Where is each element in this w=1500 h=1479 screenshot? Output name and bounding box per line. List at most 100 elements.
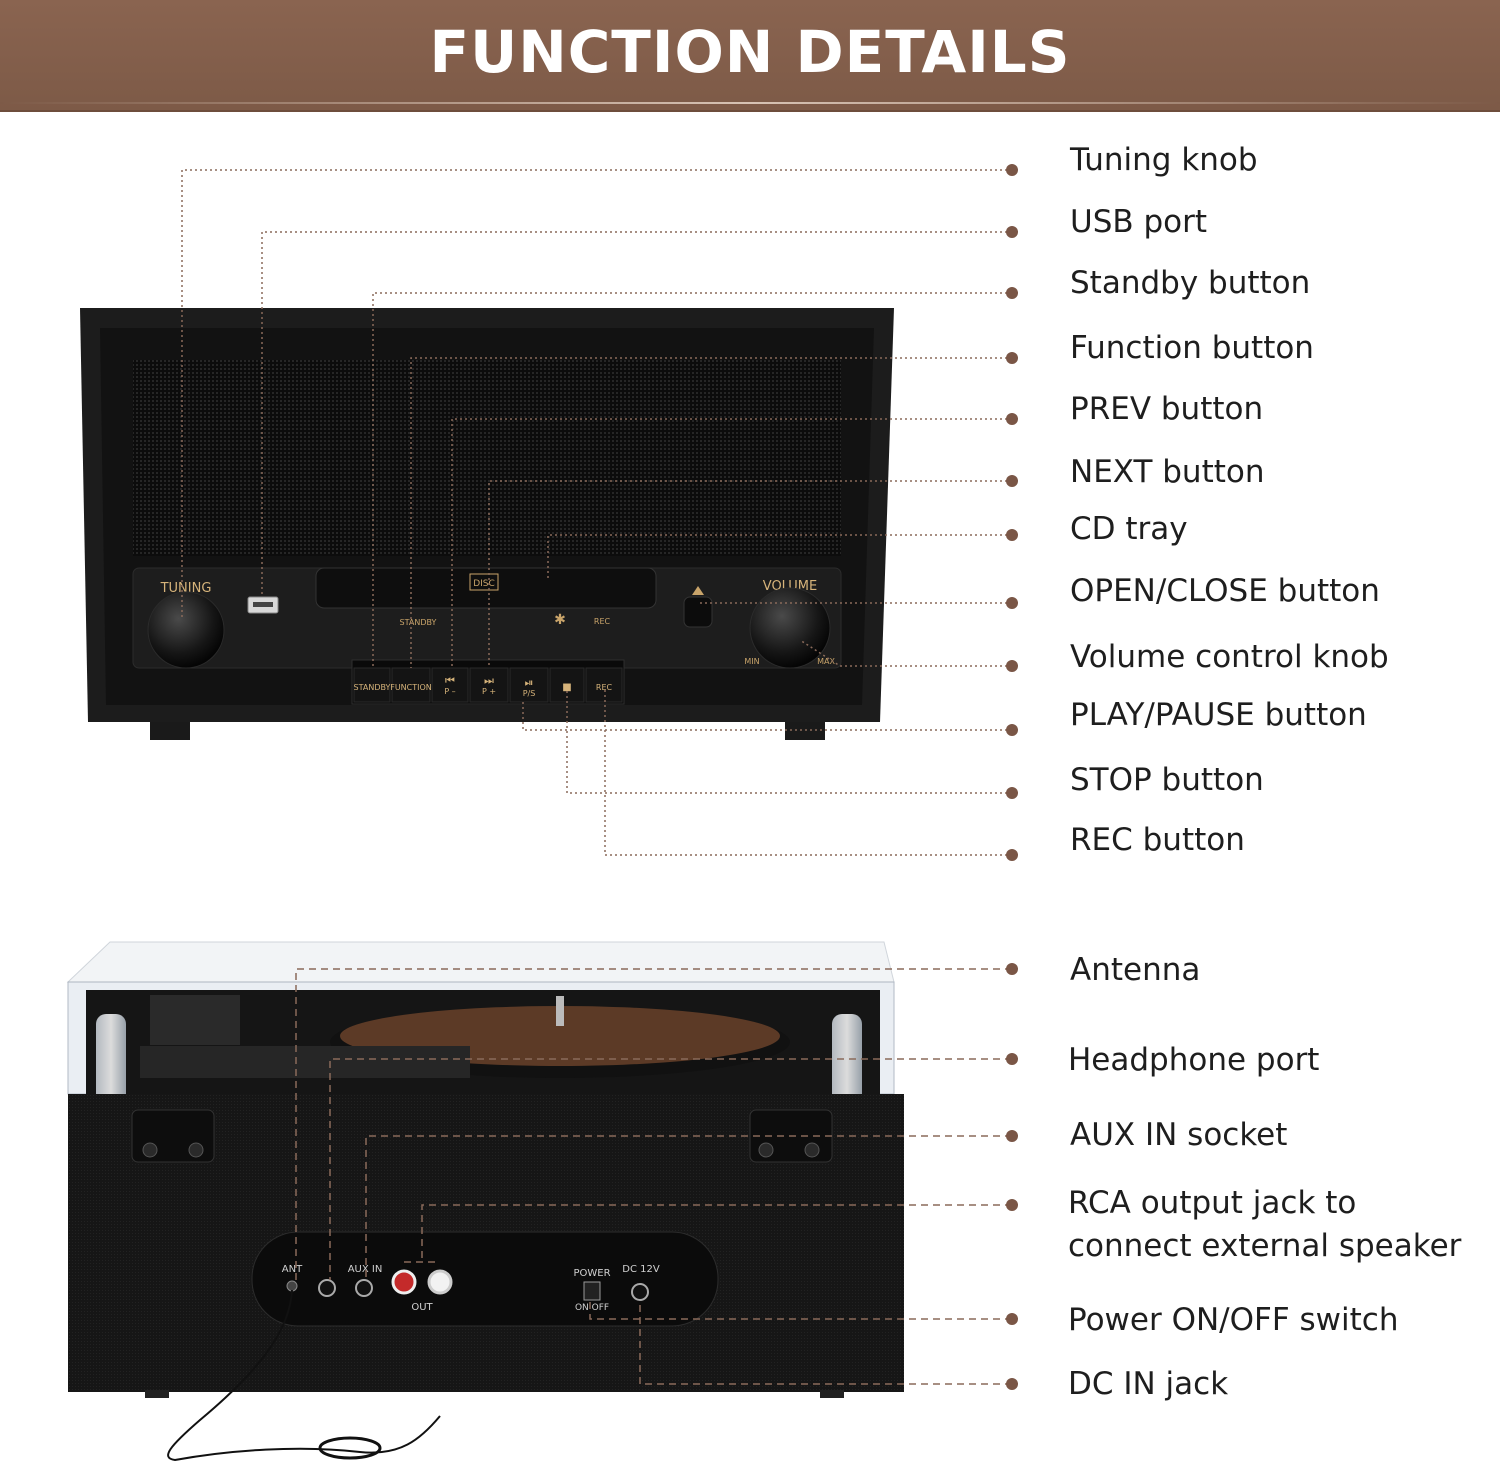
dot-next <box>1006 475 1018 487</box>
tonearm <box>140 1046 470 1078</box>
rec-indicator-label: REC <box>594 617 611 626</box>
dot-cd-tray <box>1006 529 1018 541</box>
callout-stop-button: STOP button <box>1070 762 1264 798</box>
antenna-wire <box>167 1289 441 1462</box>
prev-key-label: P – <box>444 687 455 696</box>
title-banner: FUNCTION DETAILS <box>0 0 1500 112</box>
dot-prev <box>1006 413 1018 425</box>
on-off-label: ON OFF <box>575 1303 609 1313</box>
callout-headphone-port: Headphone port <box>1068 1042 1320 1078</box>
dot-stop <box>1006 787 1018 799</box>
dot-rec <box>1006 849 1018 861</box>
tuning-knob[interactable] <box>147 591 225 669</box>
speaker-grille <box>133 360 841 556</box>
leader-play-pause <box>522 702 1012 731</box>
rca-red-jack[interactable] <box>391 1269 417 1295</box>
callout-antenna: Antenna <box>1070 952 1201 988</box>
leader-volume <box>799 639 1012 667</box>
dot-power <box>1006 1313 1018 1325</box>
eject-icon <box>692 586 704 595</box>
rca-white-jack[interactable] <box>427 1269 453 1295</box>
callout-power-switch: Power ON/OFF switch <box>1068 1302 1399 1338</box>
function-key-label: FUNCTION <box>390 683 432 692</box>
leader-dc <box>639 1300 1012 1385</box>
next-key-label: P + <box>482 687 496 696</box>
top-leaders <box>181 169 1012 856</box>
callout-volume-knob: Volume control knob <box>1070 639 1389 675</box>
rear-io-panel <box>251 1231 719 1327</box>
function-key[interactable] <box>391 667 431 703</box>
play-pause-icon: ⏯ <box>525 676 534 689</box>
callout-function-button: Function button <box>1070 330 1314 366</box>
play-pause-key-label: P/S <box>523 689 536 698</box>
dot-volume <box>1006 660 1018 672</box>
callout-play-pause-button: PLAY/PAUSE button <box>1070 697 1367 733</box>
leader-stop <box>566 690 1012 794</box>
bracket-left-screw-2 <box>188 1142 204 1158</box>
volume-knob[interactable] <box>749 587 831 669</box>
callout-aux-in-socket: AUX IN socket <box>1070 1117 1288 1153</box>
rec-key-label: REC <box>596 683 613 692</box>
standby-key[interactable] <box>353 667 391 703</box>
leader-antenna <box>295 968 1012 1282</box>
ant-label: ANT <box>282 1264 303 1275</box>
button-strip-keys: STANDBY FUNCTION P – ⏮ P + ⏭ P/S ⏯ ■ REC <box>353 667 623 703</box>
cd-logo-box <box>469 573 499 591</box>
dot-play-pause <box>1006 724 1018 736</box>
dot-antenna <box>1006 963 1018 975</box>
play-pause-key[interactable] <box>509 667 549 703</box>
page-title: FUNCTION DETAILS <box>429 18 1071 86</box>
dot-function <box>1006 352 1018 364</box>
rec-key[interactable] <box>585 667 623 703</box>
rear-foot-right <box>820 1390 844 1398</box>
dot-dc <box>1006 1378 1018 1390</box>
leader-prev <box>451 418 1012 668</box>
leader-function <box>410 357 1012 668</box>
dc-in-jack[interactable] <box>631 1283 649 1301</box>
standby-key-label: STANDBY <box>354 683 391 692</box>
leader-headphone <box>329 1058 1012 1280</box>
dot-standby <box>1006 287 1018 299</box>
hinge-left <box>96 1014 126 1118</box>
headphone-jack[interactable] <box>318 1279 336 1297</box>
callout-cd-tray: CD tray <box>1070 511 1188 547</box>
callout-prev-button: PREV button <box>1070 391 1264 427</box>
open-close-button[interactable] <box>683 596 713 628</box>
front-device-illustration: DISC TUNING STANDBY REC ✱ VOLUME MIN MAX… <box>80 308 894 740</box>
stop-key-label: ■ <box>562 682 571 693</box>
callout-usb-port: USB port <box>1070 204 1208 240</box>
volume-min-label: MIN <box>744 657 759 666</box>
power-label: POWER <box>573 1268 610 1279</box>
power-switch[interactable] <box>583 1281 601 1301</box>
callout-rec-button: REC button <box>1070 822 1245 858</box>
dot-open-close <box>1006 597 1018 609</box>
callout-tuning-knob: Tuning knob <box>1070 142 1258 178</box>
bluetooth-icon: ✱ <box>554 612 566 628</box>
next-icon: ⏭ <box>484 674 494 687</box>
cd-tray-slot <box>315 567 657 609</box>
prev-icon: ⏮ <box>445 674 455 687</box>
antenna-coil <box>318 1436 382 1460</box>
front-foot-right <box>785 718 825 740</box>
next-key[interactable] <box>469 667 509 703</box>
aux-in-jack[interactable] <box>355 1279 373 1297</box>
bracket-right-screw-1 <box>758 1142 774 1158</box>
leader-dots <box>1006 164 1018 1390</box>
callout-rca-output-line2: connect external speaker <box>1068 1228 1462 1264</box>
title-underline <box>0 102 1500 104</box>
leader-next <box>488 480 1012 668</box>
volume-max-label: MAX <box>817 657 835 666</box>
callout-next-button: NEXT button <box>1070 454 1265 490</box>
leader-rca <box>404 1204 1012 1263</box>
callout-dc-in-jack: DC IN jack <box>1068 1366 1229 1402</box>
usb-port-inner <box>253 602 273 607</box>
cd-logo-text: DISC <box>473 579 495 589</box>
leader-power <box>589 1302 1012 1320</box>
prev-key[interactable] <box>431 667 469 703</box>
leader-usb <box>261 231 1012 597</box>
tuning-label: TUNING <box>160 581 212 596</box>
tonearm-base <box>150 995 240 1045</box>
aux-in-label: AUX IN <box>348 1264 383 1275</box>
standby-label: STANDBY <box>400 618 437 627</box>
